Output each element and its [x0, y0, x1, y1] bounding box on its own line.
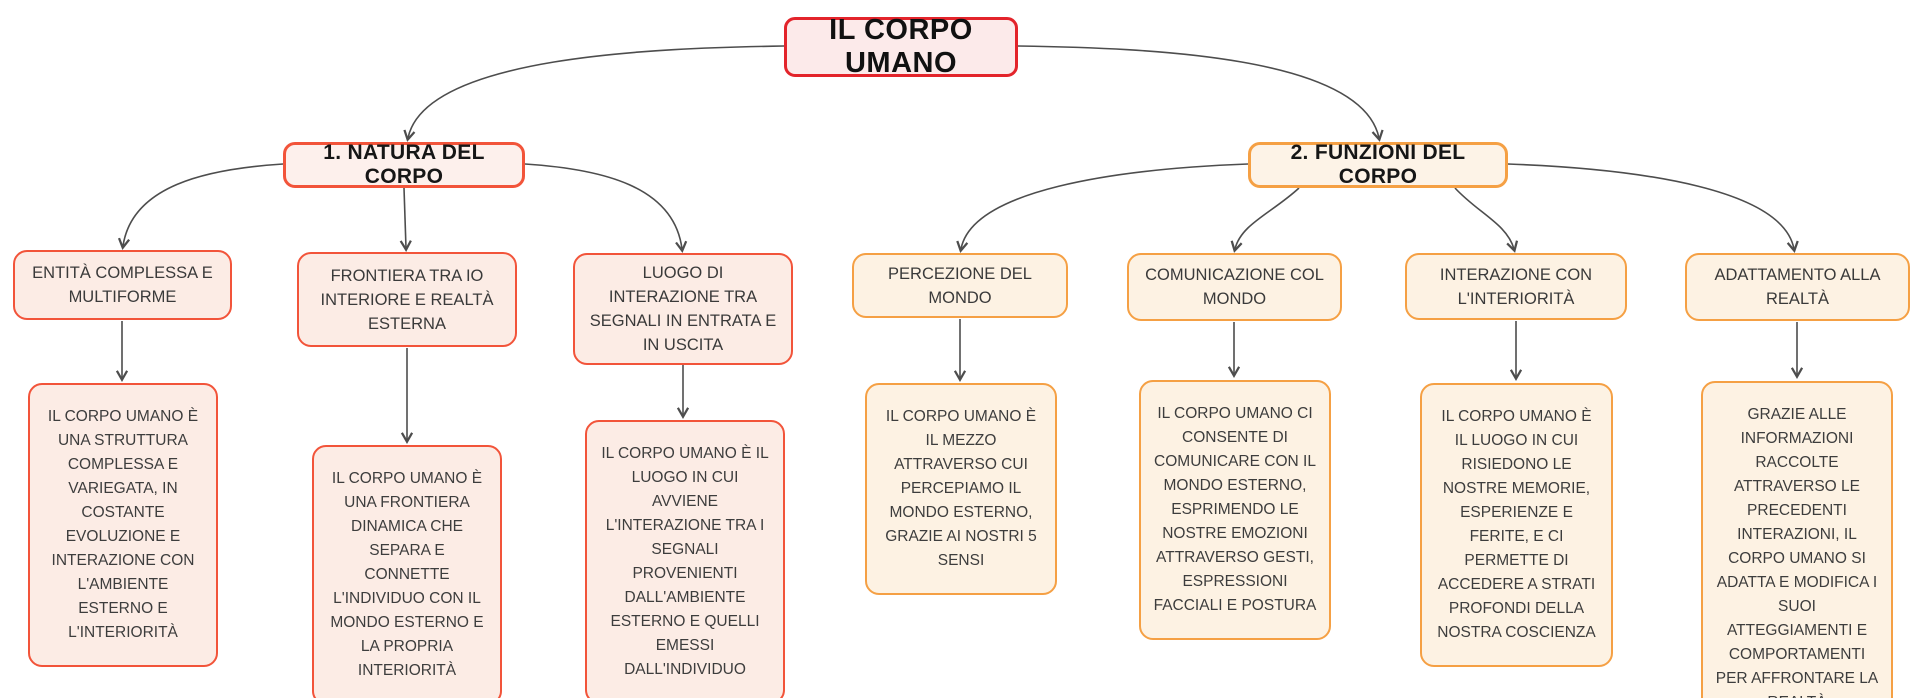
topic-interazione-interiorita-label: INTERAZIONE CON L'INTERIORITÀ — [1439, 265, 1593, 308]
branch-natura-label: 1. NATURA DEL CORPO — [323, 141, 485, 188]
edge-root-natura — [403, 45, 785, 142]
topic-percezione-label: PERCEZIONE DEL MONDO — [888, 264, 1032, 307]
desc-luogo-interazione-text: IL CORPO UMANO È IL LUOGO IN CUI AVVIENE… — [601, 445, 769, 678]
desc-entita-complessa-text: IL CORPO UMANO È UNA STRUTTURA COMPLESSA… — [47, 408, 199, 641]
desc-frontiera[interactable]: IL CORPO UMANO È UNA FRONTIERA DINAMICA … — [312, 445, 502, 698]
edge-natura-entita — [117, 163, 284, 250]
branch-funzioni-label: 2. FUNZIONI DEL CORPO — [1290, 141, 1466, 188]
topic-luogo-interazione[interactable]: LUOGO DI INTERAZIONE TRA SEGNALI IN ENTR… — [573, 253, 793, 365]
topic-frontiera-label: FRONTIERA TRA IO INTERIORE E REALTÀ ESTE… — [320, 266, 494, 333]
desc-adattamento-text: GRAZIE ALLE INFORMAZIONI RACCOLTE ATTRAV… — [1715, 406, 1879, 698]
topic-percezione[interactable]: PERCEZIONE DEL MONDO — [852, 253, 1068, 318]
edge-funzioni-comunicazione — [1230, 187, 1300, 253]
desc-entita-complessa[interactable]: IL CORPO UMANO È UNA STRUTTURA COMPLESSA… — [28, 383, 218, 667]
topic-frontiera[interactable]: FRONTIERA TRA IO INTERIORE E REALTÀ ESTE… — [297, 252, 517, 347]
edge-funzioni-percezione — [956, 163, 1249, 253]
topic-adattamento[interactable]: ADATTAMENTO ALLA REALTÀ — [1685, 253, 1910, 321]
edge-funzioni-interazione — [1454, 187, 1519, 253]
topic-entita-complessa-label: ENTITÀ COMPLESSA E MULTIFORME — [32, 264, 213, 306]
desc-interazione-interiorita-text: IL CORPO UMANO È IL LUOGO IN CUI RISIEDO… — [1437, 408, 1596, 641]
topic-luogo-interazione-label: LUOGO DI INTERAZIONE TRA SEGNALI IN ENTR… — [589, 264, 777, 354]
topic-comunicazione-label: COMUNICAZIONE COL MONDO — [1145, 266, 1324, 308]
topic-comunicazione[interactable]: COMUNICAZIONE COL MONDO — [1127, 253, 1342, 321]
topic-interazione-interiorita[interactable]: INTERAZIONE CON L'INTERIORITÀ — [1405, 253, 1627, 320]
desc-luogo-interazione[interactable]: IL CORPO UMANO È IL LUOGO IN CUI AVVIENE… — [585, 420, 785, 698]
node-root[interactable]: IL CORPO UMANO — [784, 14, 1018, 79]
branch-natura-del-corpo[interactable]: 1. NATURA DEL CORPO — [283, 141, 525, 188]
edge-root-funzioni — [1017, 45, 1384, 142]
desc-comunicazione-text: IL CORPO UMANO CI CONSENTE DI COMUNICARE… — [1153, 405, 1317, 614]
branch-funzioni-del-corpo[interactable]: 2. FUNZIONI DEL CORPO — [1248, 141, 1508, 188]
topic-adattamento-label: ADATTAMENTO ALLA REALTÀ — [1714, 266, 1881, 308]
edge-funzioni-adattamento — [1507, 163, 1799, 253]
edge-natura-frontiera — [399, 187, 412, 253]
topic-entita-complessa[interactable]: ENTITÀ COMPLESSA E MULTIFORME — [13, 250, 232, 320]
desc-percezione[interactable]: IL CORPO UMANO È IL MEZZO ATTRAVERSO CUI… — [865, 383, 1057, 595]
edge-natura-luogo — [524, 163, 688, 253]
desc-percezione-text: IL CORPO UMANO È IL MEZZO ATTRAVERSO CUI… — [885, 408, 1037, 569]
desc-adattamento[interactable]: GRAZIE ALLE INFORMAZIONI RACCOLTE ATTRAV… — [1701, 381, 1893, 698]
desc-frontiera-text: IL CORPO UMANO È UNA FRONTIERA DINAMICA … — [330, 470, 484, 679]
desc-interazione-interiorita[interactable]: IL CORPO UMANO È IL LUOGO IN CUI RISIEDO… — [1420, 383, 1613, 667]
desc-comunicazione[interactable]: IL CORPO UMANO CI CONSENTE DI COMUNICARE… — [1139, 380, 1331, 640]
node-root-label: IL CORPO UMANO — [829, 14, 973, 79]
